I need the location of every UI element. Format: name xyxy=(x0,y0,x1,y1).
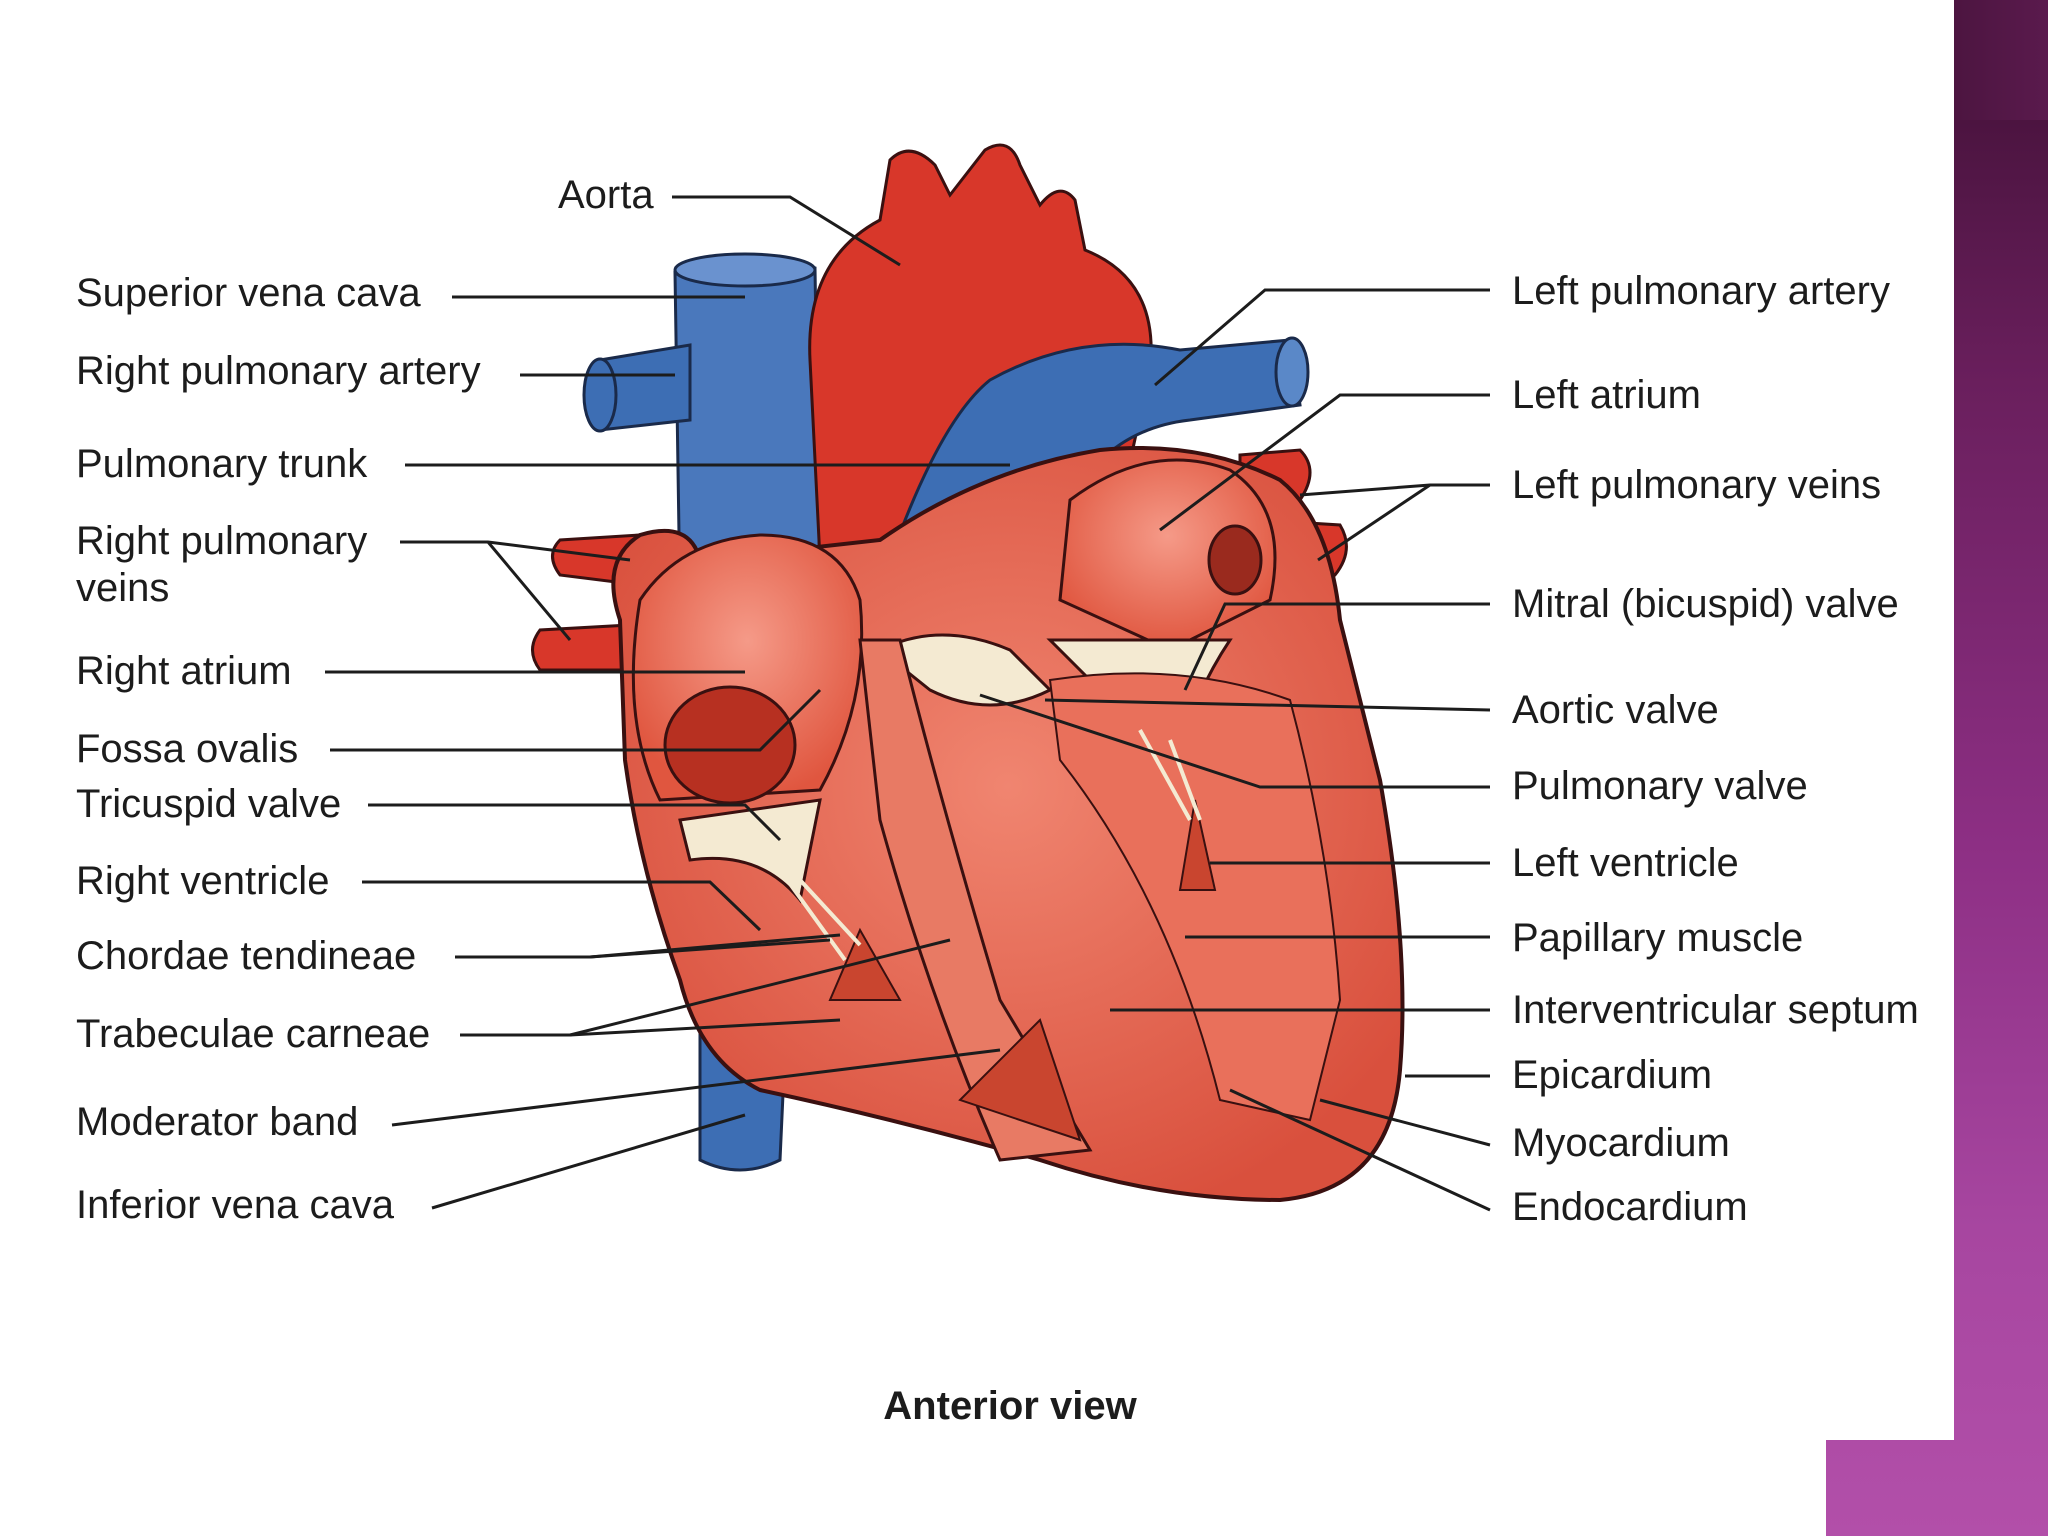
slide-panel-notch xyxy=(1826,120,1954,1440)
left-ventricle-wall xyxy=(1048,672,1342,1122)
label-epicardium: Epicardium xyxy=(1512,1053,1713,1097)
label-aorta: Aorta xyxy=(558,173,654,217)
label-left-pulmonary-artery: Left pulmonary artery xyxy=(1512,269,1890,313)
label-interventricular-septum: Interventricular septum xyxy=(1512,988,1919,1032)
diagram-caption: Anterior view xyxy=(883,1384,1137,1428)
label-left-atrium: Left atrium xyxy=(1512,373,1701,417)
label-fossa-ovalis: Fossa ovalis xyxy=(76,727,299,771)
label-trabeculae-carneae: Trabeculae carneae xyxy=(76,1012,431,1056)
label-chordae-tendineae: Chordae tendineae xyxy=(76,934,417,978)
pulmonary-aortic-valve-leaflets xyxy=(877,633,1053,707)
label-inferior-vena-cava: Inferior vena cava xyxy=(76,1183,394,1227)
label-aortic-valve: Aortic valve xyxy=(1512,688,1719,732)
label-right-atrium: Right atrium xyxy=(76,649,292,693)
label-left-ventricle: Left ventricle xyxy=(1512,841,1739,885)
label-right-pulmonary-veins-line1: Right pulmonary xyxy=(76,519,368,563)
label-tricuspid-valve: Tricuspid valve xyxy=(76,782,342,826)
papillary-muscle-left xyxy=(1178,799,1217,891)
fossa-ovalis-depression xyxy=(663,685,797,805)
label-pulmonary-trunk: Pulmonary trunk xyxy=(76,442,368,486)
label-moderator-band: Moderator band xyxy=(76,1100,359,1144)
label-myocardium: Myocardium xyxy=(1512,1121,1730,1165)
label-left-pulmonary-veins: Left pulmonary veins xyxy=(1512,463,1882,507)
label-right-ventricle: Right ventricle xyxy=(76,859,330,903)
interventricular-septum-wall xyxy=(858,638,1093,1162)
label-papillary-muscle: Papillary muscle xyxy=(1512,916,1804,960)
label-pulmonary-valve: Pulmonary valve xyxy=(1512,764,1808,808)
label-endocardium: Endocardium xyxy=(1512,1185,1748,1229)
superior-vena-cava-opening xyxy=(673,252,817,288)
leader-lines xyxy=(325,195,1491,1212)
label-right-pulmonary-artery: Right pulmonary artery xyxy=(76,349,481,393)
label-right-pulmonary-veins-line2: veins xyxy=(76,566,170,610)
label-mitral-valve: Mitral (bicuspid) valve xyxy=(1512,582,1899,626)
chordae-tendineae-strands xyxy=(778,729,1202,962)
left-atrium-chamber xyxy=(1058,458,1277,652)
label-superior-vena-cava: Superior vena cava xyxy=(76,271,421,315)
moderator-band-muscle xyxy=(958,1018,1082,1142)
